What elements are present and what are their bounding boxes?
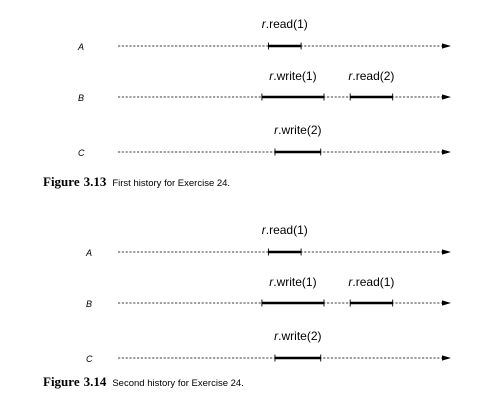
- operation-interval: r.read(2): [348, 69, 394, 101]
- process-row-b: Br.write(1)r.read(1): [86, 275, 451, 309]
- figure-caption: Figure 3.13 First history for Exercise 24.: [43, 174, 230, 189]
- operation-text: .write(1): [273, 275, 316, 289]
- process-label: B: [78, 93, 84, 103]
- operation-label: r.read(2): [348, 69, 394, 83]
- operation-label: r.read(1): [262, 17, 308, 31]
- object-name: r: [274, 123, 279, 137]
- operation-interval: r.read(1): [262, 223, 308, 256]
- arrowhead-icon: [442, 249, 451, 255]
- figure-1: Ar.read(1)Br.write(1)r.read(2)Cr.write(2…: [43, 17, 451, 189]
- arrowhead-icon: [442, 149, 451, 155]
- caption-text: Second history for Exercise 24.: [112, 378, 243, 389]
- operation-label: r.write(2): [274, 123, 321, 137]
- operation-label: r.read(1): [348, 275, 394, 289]
- object-name: r: [274, 329, 279, 343]
- process-label: A: [85, 248, 92, 258]
- operation-interval: r.read(1): [262, 17, 308, 50]
- operation-interval: r.write(1): [261, 275, 325, 307]
- arrowhead-icon: [442, 94, 451, 100]
- arrowhead-icon: [442, 355, 451, 361]
- object-name: r: [348, 69, 353, 83]
- caption-prefix: Figure: [43, 374, 80, 389]
- figure-2: Ar.read(1)Br.write(1)r.read(1)Cr.write(2…: [43, 223, 451, 389]
- caption-number: 3.13: [84, 174, 107, 189]
- process-row-c: Cr.write(2): [86, 329, 451, 364]
- process-label: B: [86, 299, 92, 309]
- operation-label: r.read(1): [262, 223, 308, 237]
- operation-interval: r.read(1): [348, 275, 394, 307]
- operation-text: .read(2): [352, 69, 394, 83]
- object-name: r: [269, 275, 274, 289]
- operation-text: .write(2): [278, 329, 321, 343]
- object-name: r: [262, 223, 267, 237]
- operation-label: r.write(2): [274, 329, 321, 343]
- operation-text: .read(1): [266, 17, 308, 31]
- process-row-a: Ar.read(1): [85, 223, 451, 258]
- operation-text: .write(2): [278, 123, 321, 137]
- object-name: r: [269, 69, 274, 83]
- process-row-c: Cr.write(2): [78, 123, 451, 158]
- operation-interval: r.write(2): [274, 329, 322, 362]
- process-row-a: Ar.read(1): [77, 17, 451, 52]
- process-label: A: [77, 42, 84, 52]
- object-name: r: [348, 275, 353, 289]
- process-label: C: [78, 148, 85, 158]
- operation-interval: r.write(2): [274, 123, 322, 156]
- operation-interval: r.write(1): [261, 69, 325, 101]
- operation-text: .write(1): [273, 69, 316, 83]
- operation-text: .read(1): [352, 275, 394, 289]
- process-row-b: Br.write(1)r.read(2): [78, 69, 451, 103]
- caption-text: First history for Exercise 24.: [112, 178, 230, 189]
- caption-number: 3.14: [84, 374, 107, 389]
- object-name: r: [262, 17, 267, 31]
- arrowhead-icon: [442, 43, 451, 49]
- process-label: C: [86, 354, 93, 364]
- figure-caption: Figure 3.14 Second history for Exercise 24…: [43, 374, 244, 389]
- operation-label: r.write(1): [269, 69, 316, 83]
- operation-text: .read(1): [266, 223, 308, 237]
- arrowhead-icon: [442, 300, 451, 306]
- caption-prefix: Figure: [43, 174, 80, 189]
- operation-label: r.write(1): [269, 275, 316, 289]
